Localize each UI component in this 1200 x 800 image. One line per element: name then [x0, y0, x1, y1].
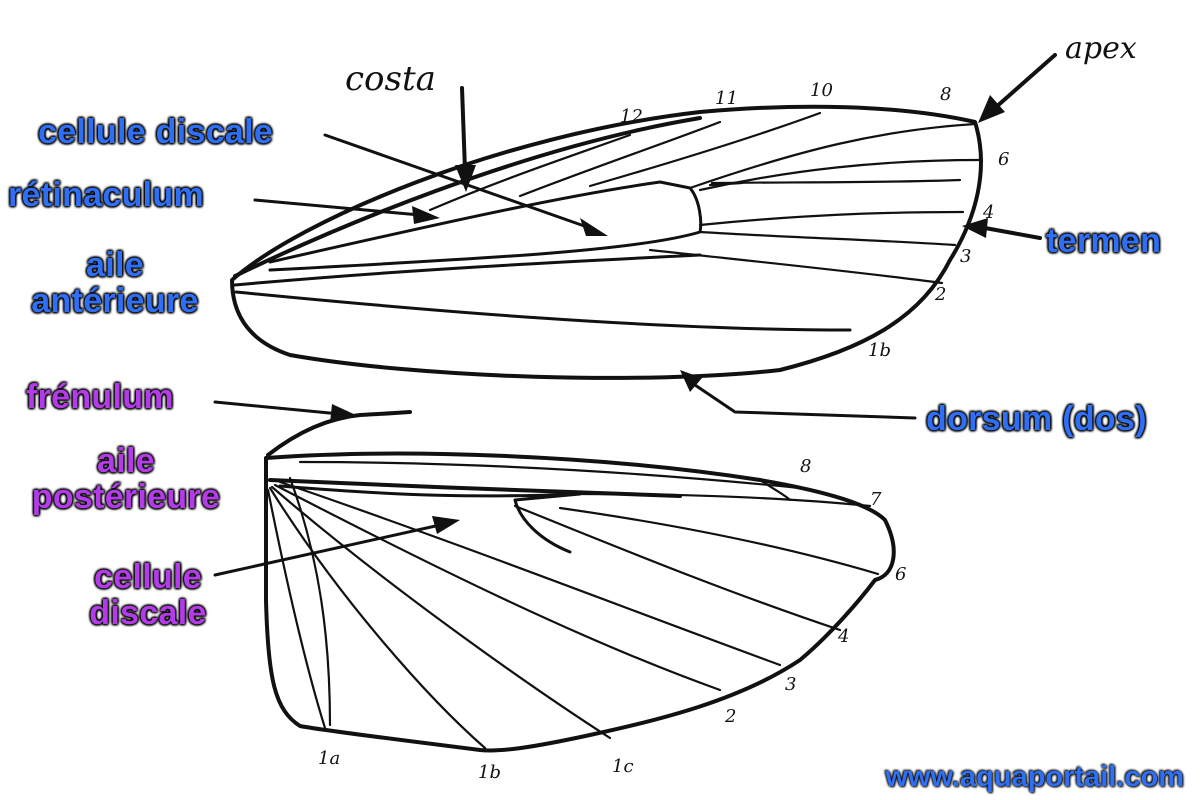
vein-number: 4 [982, 202, 994, 223]
hindwing-vein [288, 476, 332, 727]
costa-margin [233, 116, 702, 278]
hindwing-vein-numbers: 8 7 6 4 3 2 1a 1b 1c [318, 456, 906, 783]
vein-number: 1b [868, 340, 891, 361]
apex-pointer [978, 53, 1057, 123]
vein-number: 6 [998, 149, 1009, 170]
forewing-vein [698, 210, 965, 227]
frenulum-label: frénulum [26, 378, 174, 416]
frenulum-pointer [213, 400, 358, 423]
hindwing-vein [758, 478, 792, 502]
retinaculum-pointer [253, 198, 440, 224]
forewing-vein [234, 290, 852, 332]
cellule-discale-bottom-label-line1: cellule [94, 558, 202, 596]
aile-posterieure-label-line1: aile [97, 442, 155, 480]
hindwing-vein [578, 492, 872, 508]
termen-label: termen [1046, 222, 1162, 260]
vein-number: 1a [318, 748, 340, 769]
forewing [230, 104, 983, 380]
vein-number: 2 [934, 284, 946, 305]
vein-number: 1c [612, 756, 634, 777]
termen-pointer [962, 218, 1042, 240]
hindwing-vein [266, 488, 327, 730]
vein-number: 12 [620, 106, 643, 127]
cellule-discale-top-pointer [323, 133, 608, 236]
forewing-vein [428, 133, 632, 212]
cellule-discale-bottom-label-line2: discale [89, 594, 207, 632]
forewing-vein [588, 111, 822, 188]
forewing-vein [708, 181, 744, 187]
hindwing-vein [558, 506, 880, 576]
forewing-vein [698, 158, 982, 192]
hindwing-outline [264, 451, 896, 753]
hindwing-vein [278, 480, 782, 667]
vein-number: 7 [870, 489, 882, 510]
vein-number: 8 [940, 84, 951, 105]
vein-number: 4 [837, 626, 849, 647]
vein-number: 3 [785, 674, 796, 695]
forewing-vein [688, 122, 977, 190]
aile-posterieure-label-line2: postérieure [31, 478, 221, 516]
hindwing [264, 451, 896, 753]
watermark[interactable]: www.aquaportail.com [885, 761, 1184, 793]
hindwing-vein [298, 460, 802, 490]
forewing-vein [518, 120, 722, 198]
cellule-discale-label: cellule discale [38, 113, 274, 151]
vein-number: 1b [478, 762, 501, 783]
vein-number: 3 [960, 246, 971, 267]
vein-number: 10 [810, 80, 833, 101]
costa-label: costa [345, 59, 436, 99]
forewing-outline [230, 104, 983, 380]
costa-pointer [455, 86, 476, 192]
forewing-vein [233, 253, 702, 287]
aile-anterieure-label-line1: aile [86, 246, 144, 284]
forewing-vein-numbers: 12 11 10 8 6 4 3 2 1b [620, 80, 1009, 361]
aile-anterieure-label-line2: antérieure [31, 282, 199, 320]
forewing-vein [698, 230, 957, 247]
cellule-discale-bottom-pointer [213, 516, 460, 577]
vein-number: 6 [895, 564, 906, 585]
vein-number: 2 [724, 706, 736, 727]
hindwing-vein [513, 504, 842, 632]
hindwing-vein [273, 483, 722, 692]
retinaculum-label: rétinaculum [8, 176, 205, 214]
hindwing-discal-cell [278, 484, 582, 554]
hindwing-vein [268, 486, 487, 750]
vein-number: 8 [800, 456, 811, 477]
hindwing-vein [270, 485, 612, 740]
dorsum-label: dorsum (dos) [926, 400, 1147, 438]
forewing-discal-cell [268, 180, 703, 272]
vein-number: 11 [715, 88, 738, 109]
apex-label: apex [1065, 31, 1137, 66]
dorsum-pointer [680, 370, 917, 420]
